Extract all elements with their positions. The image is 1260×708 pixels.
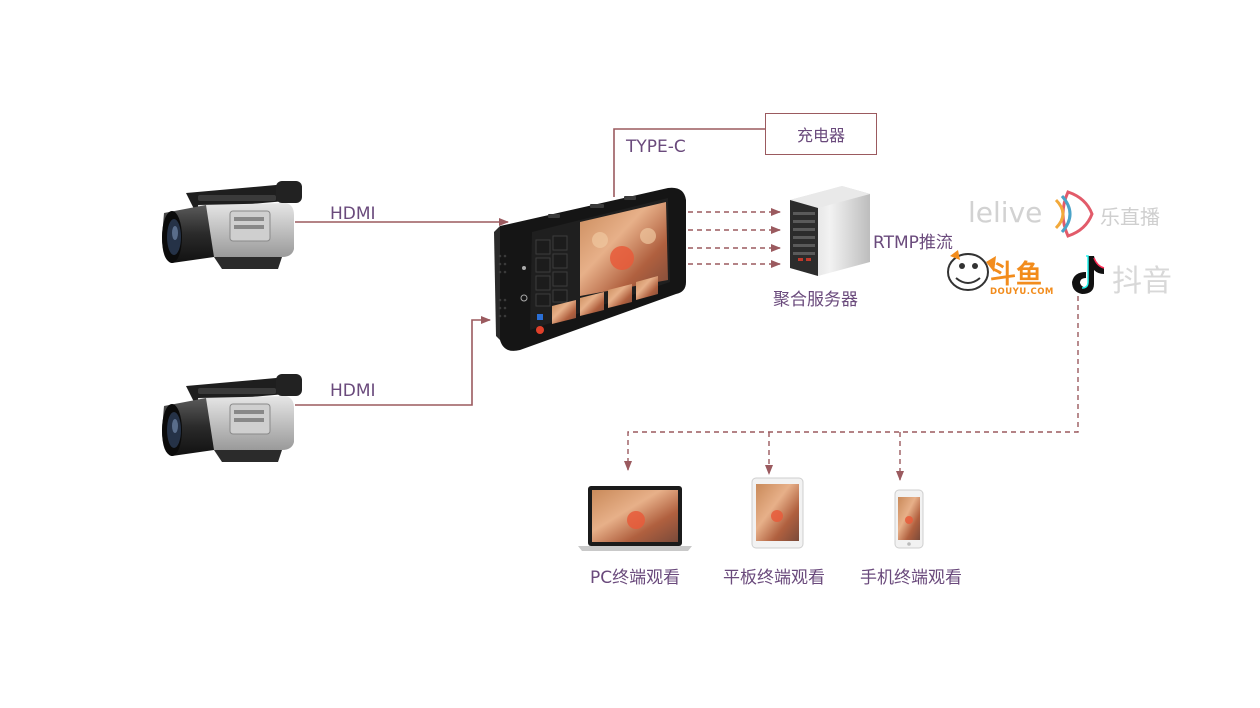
laptop-icon <box>578 486 692 551</box>
charger-box: 充电器 <box>765 113 877 155</box>
douyin-wordmark: 抖音 <box>1112 264 1172 299</box>
camera-2-icon <box>161 373 303 463</box>
hdmi-label-1: HDMI <box>330 204 376 224</box>
rtmp-label: RTMP推流 <box>873 233 953 253</box>
tablet-label: 平板终端观看 <box>723 568 825 588</box>
lelive-logo-icon <box>1054 190 1094 238</box>
charger-label: 充电器 <box>796 126 845 145</box>
hdmi-2-connector <box>295 316 491 406</box>
phone-icon <box>894 489 924 549</box>
server-icon <box>790 186 870 276</box>
douyu-wordmark: 斗鱼 <box>990 260 1043 290</box>
distribution-line <box>624 296 1079 471</box>
typec-connector <box>613 128 765 197</box>
hdmi-label-2: HDMI <box>330 381 376 401</box>
douyin-logo-icon <box>1072 255 1105 294</box>
phone-label: 手机终端观看 <box>860 568 962 588</box>
camera-1-icon <box>161 180 303 270</box>
lelive-cn-wordmark: 乐直播 <box>1100 205 1160 229</box>
douyu-en-wordmark: DOUYU.COM <box>990 287 1054 297</box>
server-label: 聚合服务器 <box>773 290 858 310</box>
pc-label: PC终端观看 <box>590 568 681 588</box>
tablet-icon <box>751 477 804 549</box>
douyu-logo-icon <box>947 250 996 291</box>
lelive-wordmark: lelive <box>968 196 1043 229</box>
typec-label: TYPE-C <box>626 137 686 157</box>
switcher-device <box>494 187 686 351</box>
